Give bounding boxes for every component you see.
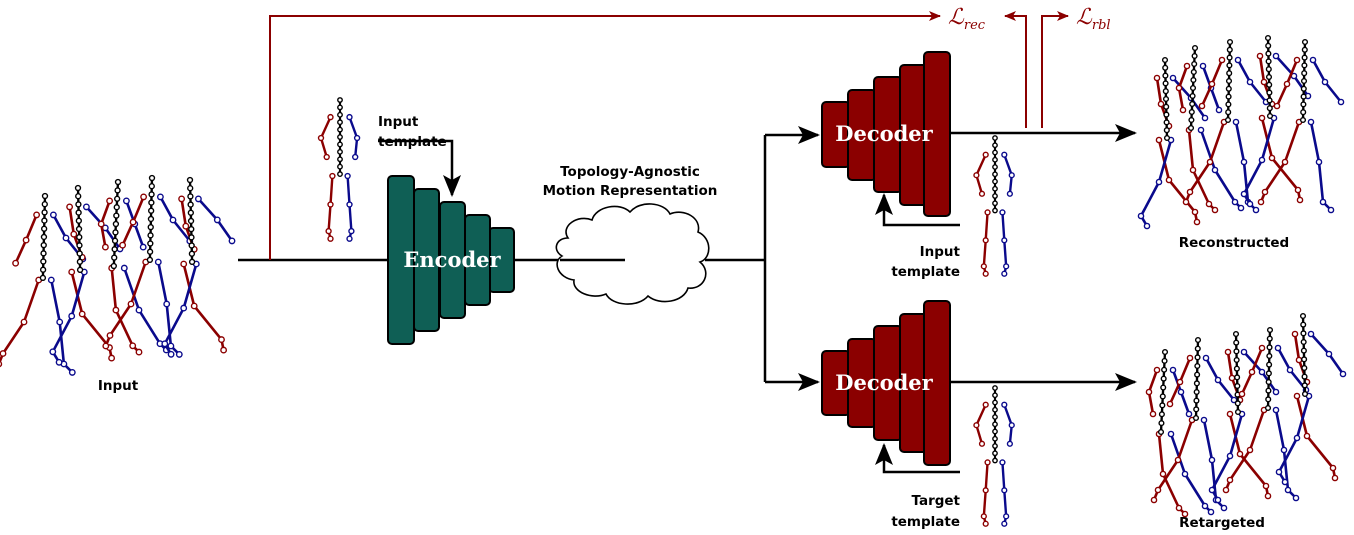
enc-input-template-skeleton (317, 97, 361, 242)
dec-top-template-arrow (875, 193, 960, 227)
dec-top-template-label-line1: Input (920, 244, 961, 260)
decoder-bottom-block (821, 300, 951, 466)
target-template-label-line1: Target (911, 493, 960, 509)
retargeted-label: Retargeted (1179, 515, 1265, 531)
retargeted-skeleton-2 (1150, 336, 1238, 512)
reconstructed-skeleton-4 (1240, 34, 1312, 208)
enc-template-label-line1: Input (378, 114, 419, 130)
encoder-block (387, 175, 515, 345)
flow-lines (238, 124, 1137, 474)
retargeted-skeleton-5 (1275, 312, 1347, 486)
encoder-label: Encoder (403, 247, 501, 272)
target-template-label-line2: template (891, 514, 960, 530)
dec-top-template-label-line2: template (891, 264, 960, 280)
dec-bottom-template-skeleton (973, 385, 1015, 527)
rec-skip-line (269, 11, 941, 260)
input-skeleton-4 (102, 174, 194, 358)
input-skeleton-2 (49, 184, 124, 366)
loss-lines (269, 11, 1069, 260)
skeleton-figures (0, 34, 1347, 527)
retargeted-skeleton-3 (1208, 330, 1280, 504)
reconstructed-skeleton-5 (1257, 38, 1345, 214)
dec-bottom-template-arrow (875, 443, 960, 474)
reconstructed-skeleton-3 (1182, 38, 1270, 214)
loss-rbl-label: ℒrbl (1076, 5, 1111, 33)
reconstructed-label: Reconstructed (1179, 235, 1289, 251)
loss-rec-label: ℒrec (948, 5, 986, 33)
rec-decoder-line (1004, 11, 1027, 128)
reconstructed-skeleton-1 (1137, 56, 1209, 230)
input-label: Input (98, 378, 139, 394)
representation-cloud (555, 203, 710, 305)
reconstructed-skeleton-2 (1175, 44, 1245, 214)
enc-template-label-line2: template (378, 134, 447, 150)
decoder-top-label: Decoder (835, 121, 933, 146)
decoder-top-block (821, 51, 951, 217)
input-skeleton-3 (97, 178, 170, 356)
input-skeleton-1 (0, 192, 87, 376)
dec-top-template-skeleton (973, 135, 1015, 277)
representation-label-line1: Topology-Agnostic (560, 164, 700, 180)
representation-label-line2: Motion Representation (543, 183, 718, 199)
decoder-bottom-label: Decoder (835, 370, 933, 395)
input-skeleton-5 (161, 176, 236, 358)
rbl-decoder-line (1041, 11, 1069, 128)
enc-template-arrow (378, 139, 461, 197)
